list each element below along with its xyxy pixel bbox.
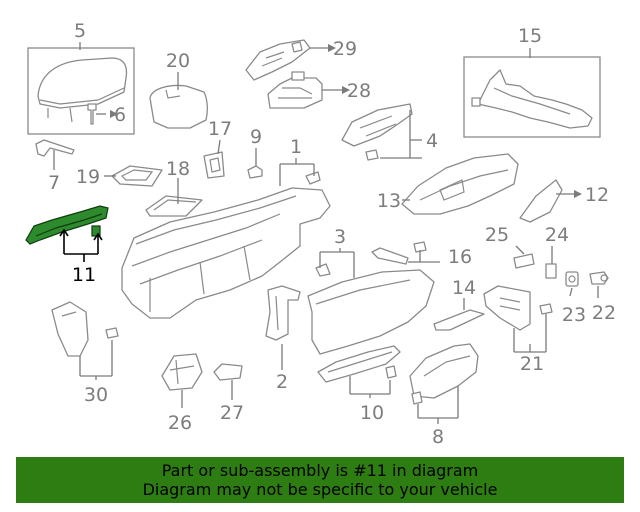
part-2-bracket[interactable] bbox=[265, 285, 301, 341]
part-5-armrest-lid[interactable] bbox=[37, 57, 128, 123]
part-22-socket-cap[interactable] bbox=[589, 271, 609, 285]
callout-28[interactable]: 28 bbox=[347, 80, 371, 102]
callout-2[interactable]: 2 bbox=[276, 371, 288, 393]
callout-10[interactable]: 10 bbox=[360, 402, 384, 424]
part-23-power-socket[interactable] bbox=[565, 271, 579, 287]
part-7-clip-rail[interactable] bbox=[35, 139, 75, 157]
part-30-side-trim[interactable] bbox=[51, 301, 119, 357]
banner-line-disclaimer: Diagram may not be specific to your vehi… bbox=[142, 480, 498, 499]
part-20-armrest-pad[interactable] bbox=[149, 84, 208, 129]
callout-8[interactable]: 8 bbox=[432, 426, 444, 448]
leader-lines bbox=[53, 42, 599, 424]
callout-25[interactable]: 25 bbox=[485, 224, 509, 246]
callout-16[interactable]: 16 bbox=[448, 246, 472, 268]
callout-20[interactable]: 20 bbox=[166, 50, 190, 72]
part-17-cup-bracket[interactable] bbox=[203, 151, 225, 179]
callout-22[interactable]: 22 bbox=[592, 302, 616, 324]
part-14-pad[interactable] bbox=[433, 309, 485, 331]
exploded-parts-diagram: 5 6 7 20 29 28 15 17 9 1 4 19 18 13 12 3… bbox=[25, 20, 616, 448]
part-3-side-panel[interactable] bbox=[307, 263, 435, 355]
callout-13[interactable]: 13 bbox=[377, 190, 401, 212]
callout-21[interactable]: 21 bbox=[520, 353, 544, 375]
callout-23[interactable]: 23 bbox=[562, 304, 586, 326]
callout-9[interactable]: 9 bbox=[250, 126, 262, 148]
callout-4[interactable]: 4 bbox=[426, 130, 438, 152]
part-21-switch-panel[interactable] bbox=[483, 285, 553, 331]
part-4-side-panel[interactable] bbox=[341, 103, 413, 161]
callout-1[interactable]: 1 bbox=[290, 136, 302, 158]
leader-line-part-11 bbox=[59, 228, 103, 262]
callout-6[interactable]: 6 bbox=[114, 104, 126, 126]
callout-24[interactable]: 24 bbox=[545, 224, 569, 246]
part-18-mat[interactable] bbox=[145, 195, 203, 217]
part-9-clip[interactable] bbox=[247, 165, 263, 179]
part-19-tray[interactable] bbox=[111, 165, 163, 187]
banner-line-part-number: Part or sub-assembly is #11 in diagram bbox=[161, 461, 479, 480]
part-28-shifter-unit[interactable] bbox=[267, 71, 323, 109]
part-16-trim-strip[interactable] bbox=[371, 241, 427, 265]
part-11-console-garnish-highlighted[interactable] bbox=[25, 205, 109, 245]
part-6-screw[interactable] bbox=[87, 103, 97, 125]
callout-18[interactable]: 18 bbox=[166, 158, 190, 180]
info-banner: Part or sub-assembly is #11 in diagram D… bbox=[16, 457, 624, 503]
callout-7[interactable]: 7 bbox=[48, 172, 60, 194]
callout-3[interactable]: 3 bbox=[334, 226, 346, 248]
callout-27[interactable]: 27 bbox=[220, 402, 244, 424]
part-10-lower-trim[interactable] bbox=[317, 345, 401, 383]
callout-14[interactable]: 14 bbox=[452, 277, 476, 299]
callout-30[interactable]: 30 bbox=[84, 384, 108, 406]
part-8-lower-tray[interactable] bbox=[409, 343, 479, 405]
callout-11-highlighted[interactable]: 11 bbox=[72, 264, 96, 286]
part-24-switch[interactable] bbox=[545, 263, 557, 279]
part-13-upper-panel[interactable] bbox=[401, 153, 519, 215]
callout-19[interactable]: 19 bbox=[76, 166, 100, 188]
part-12-side-cover[interactable] bbox=[519, 179, 563, 223]
part-15-console-harness-bracket[interactable] bbox=[471, 69, 593, 129]
callout-12[interactable]: 12 bbox=[585, 184, 609, 206]
part-25-switch[interactable] bbox=[513, 253, 535, 269]
part-27-cover[interactable] bbox=[213, 363, 243, 381]
part-1-center-console-body[interactable] bbox=[121, 171, 331, 319]
callout-17[interactable]: 17 bbox=[208, 118, 232, 140]
callout-29[interactable]: 29 bbox=[333, 38, 357, 60]
part-26-module[interactable] bbox=[161, 353, 203, 391]
inset-box-harness bbox=[463, 56, 601, 138]
leader-arrowheads bbox=[110, 44, 582, 198]
callout-5[interactable]: 5 bbox=[74, 20, 86, 42]
callout-15[interactable]: 15 bbox=[518, 25, 542, 47]
callout-26[interactable]: 26 bbox=[168, 412, 192, 434]
inset-box-armrest bbox=[27, 47, 135, 135]
